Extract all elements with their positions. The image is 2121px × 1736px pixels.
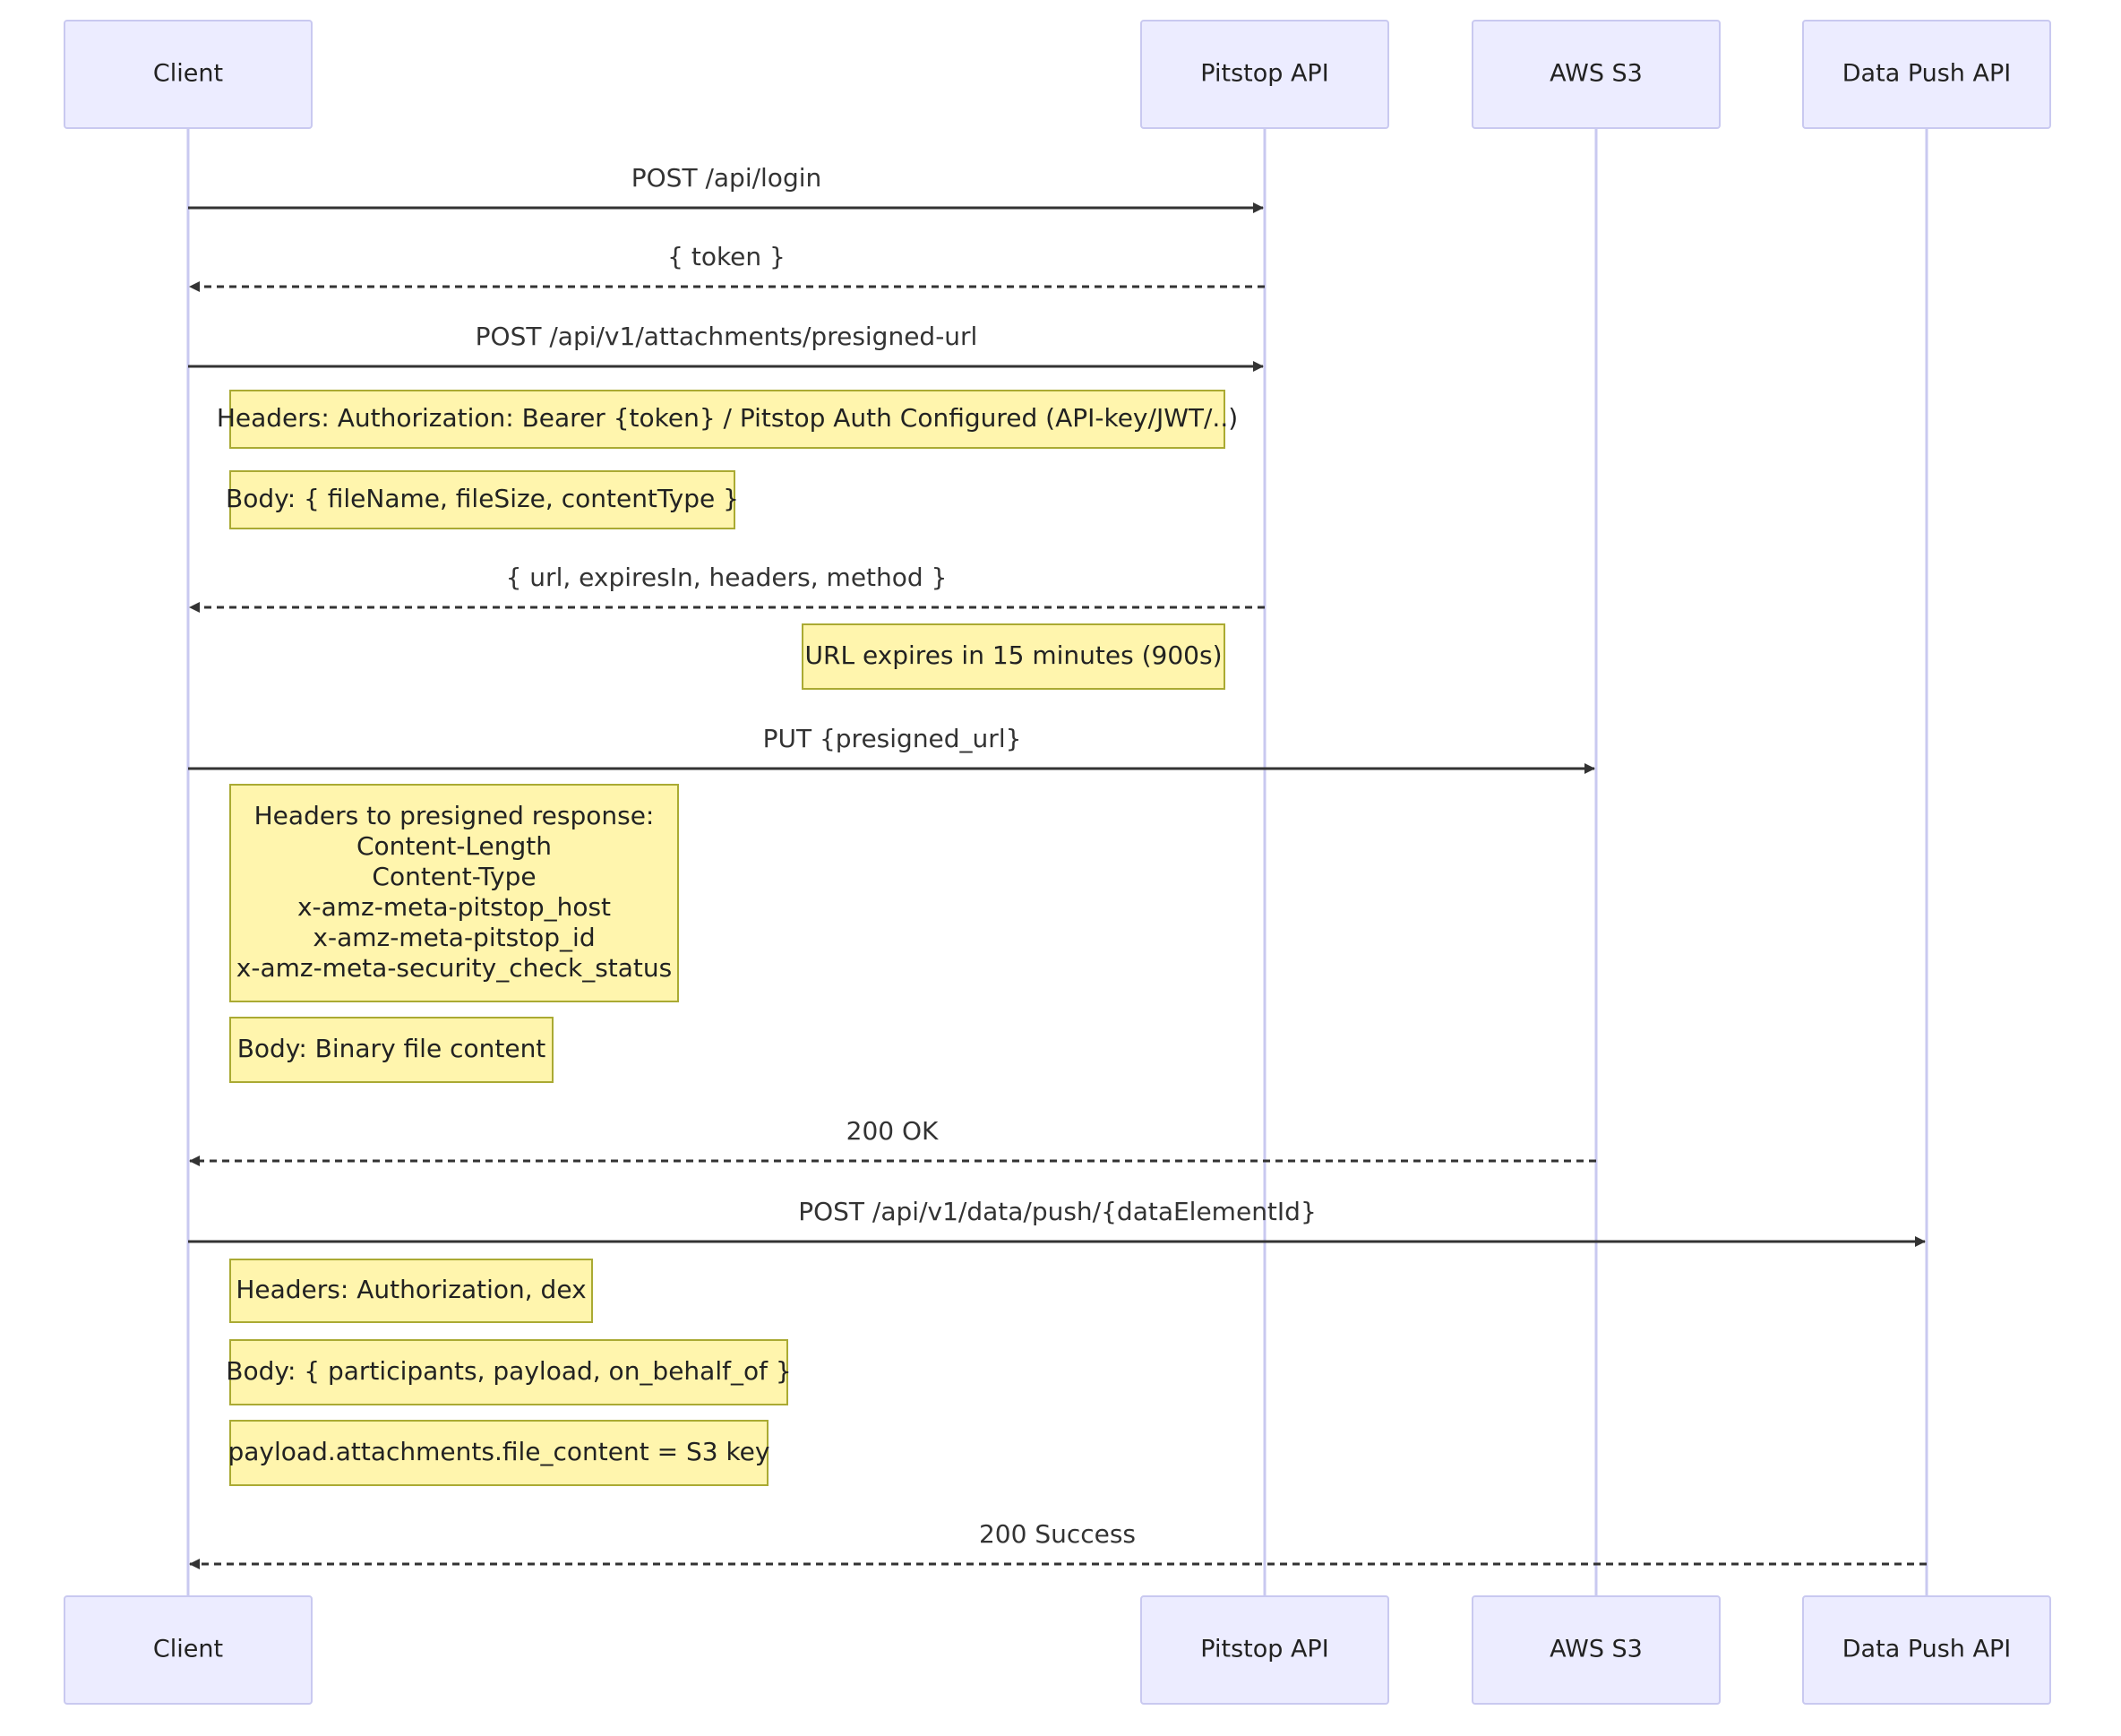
message-5: PUT {presigned_url} xyxy=(188,724,1595,774)
note: payload.attachments.file_content = S3 ke… xyxy=(228,1420,770,1486)
message-label: PUT {presigned_url} xyxy=(763,724,1022,753)
message-8: 200 Success xyxy=(189,1519,1927,1569)
actor-box xyxy=(1802,20,2051,129)
note: Headers: Authorization, dex xyxy=(229,1259,593,1323)
message-4: { url, expiresIn, headers, method } xyxy=(189,563,1265,613)
actor-pitstop-bottom: Pitstop API xyxy=(1140,1595,1389,1705)
note-box xyxy=(229,470,735,529)
actor-box xyxy=(1472,1595,1721,1705)
note: Body: { participants, payload, on_behalf… xyxy=(226,1339,792,1405)
note-text: Headers: Authorization: Bearer {token} /… xyxy=(217,403,1238,433)
note: Body: Binary file content xyxy=(229,1017,554,1083)
actor-label: Client xyxy=(153,1636,223,1663)
actor-box xyxy=(64,1595,313,1705)
note-text: Body: { fileName, fileSize, contentType … xyxy=(226,484,739,513)
note-box xyxy=(229,1259,593,1323)
note-text: payload.attachments.file_content = S3 ke… xyxy=(228,1437,770,1466)
note: Headers to presigned response:Content-Le… xyxy=(229,784,679,1002)
actor-datapush-bottom: Data Push API xyxy=(1802,1595,2051,1705)
actor-s3-bottom: AWS S3 xyxy=(1472,1595,1721,1705)
note-text: x-amz-meta-pitstop_host xyxy=(297,892,611,922)
actor-label: Pitstop API xyxy=(1200,1636,1328,1663)
actor-s3-top: AWS S3 xyxy=(1472,20,1721,129)
message-7: POST /api/v1/data/push/{dataElementId} xyxy=(188,1197,1926,1247)
message-1: POST /api/login xyxy=(188,163,1264,213)
message-label: POST /api/v1/data/push/{dataElementId} xyxy=(798,1197,1317,1226)
note-text: x-amz-meta-security_check_status xyxy=(236,953,672,983)
message-3: POST /api/v1/attachments/presigned-url xyxy=(188,322,1264,372)
message-6: 200 OK xyxy=(189,1116,1596,1166)
actor-client-bottom: Client xyxy=(64,1595,313,1705)
actor-datapush-top: Data Push API xyxy=(1802,20,2051,129)
note-box xyxy=(229,390,1225,449)
actor-box xyxy=(64,20,313,129)
note-box xyxy=(229,1339,788,1405)
message-2: { token } xyxy=(189,242,1265,292)
actor-box xyxy=(1140,1595,1389,1705)
note: Body: { fileName, fileSize, contentType … xyxy=(226,470,739,529)
note-text: Body: { participants, payload, on_behalf… xyxy=(226,1356,791,1386)
note-text: Headers: Authorization, dex xyxy=(236,1275,586,1304)
note-text: Body: Binary file content xyxy=(237,1034,546,1063)
note-text: URL expires in 15 minutes (900s) xyxy=(805,640,1223,670)
message-label: { token } xyxy=(667,242,786,271)
message-label: POST /api/login xyxy=(631,163,822,193)
actor-box xyxy=(1802,1595,2051,1705)
actor-label: Data Push API xyxy=(1842,60,2011,88)
note-box xyxy=(229,784,679,1002)
note: Headers: Authorization: Bearer {token} /… xyxy=(217,390,1238,449)
note-box xyxy=(802,623,1225,690)
actor-label: Pitstop API xyxy=(1200,60,1328,88)
note-box xyxy=(229,1017,554,1083)
message-label: POST /api/v1/attachments/presigned-url xyxy=(476,322,978,351)
note-box xyxy=(229,1420,769,1486)
note-text: Content-Length xyxy=(356,831,552,861)
actor-label: AWS S3 xyxy=(1550,1636,1643,1663)
note-text: Content-Type xyxy=(372,862,536,891)
message-label: 200 OK xyxy=(846,1116,939,1146)
actor-box xyxy=(1140,20,1389,129)
actor-label: Data Push API xyxy=(1842,1636,2011,1663)
note-text: Headers to presigned response: xyxy=(254,801,655,830)
actor-label: Client xyxy=(153,60,223,88)
actor-box xyxy=(1472,20,1721,129)
actor-client-top: Client xyxy=(64,20,313,129)
message-label: 200 Success xyxy=(979,1519,1136,1549)
actor-label: AWS S3 xyxy=(1550,60,1643,88)
note-text: x-amz-meta-pitstop_id xyxy=(313,923,595,952)
actor-pitstop-top: Pitstop API xyxy=(1140,20,1389,129)
message-label: { url, expiresIn, headers, method } xyxy=(506,563,948,592)
note: URL expires in 15 minutes (900s) xyxy=(802,623,1225,690)
